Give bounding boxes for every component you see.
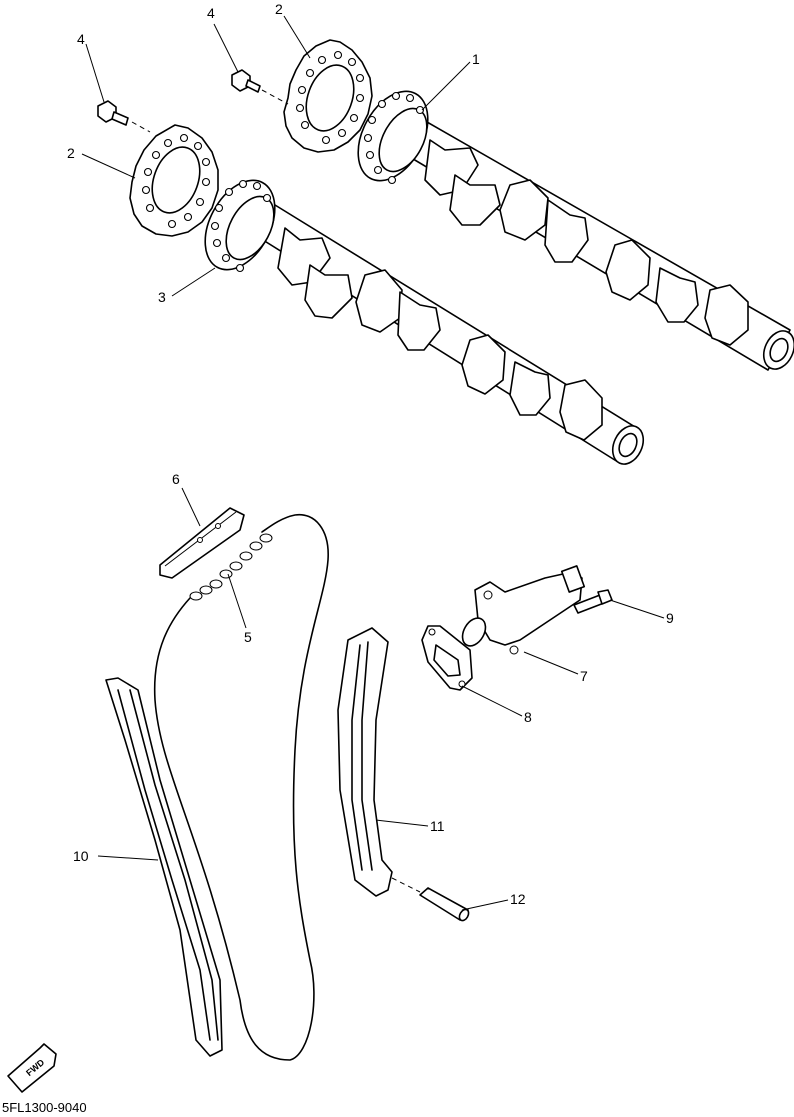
callout-4-lower: 4 bbox=[77, 31, 85, 47]
callout-12: 12 bbox=[510, 891, 526, 907]
diagram-code: 5FL1300-9040 bbox=[2, 1100, 87, 1115]
camshaft-upper bbox=[357, 90, 794, 371]
cam-chain bbox=[153, 513, 329, 1061]
callout-7: 7 bbox=[580, 668, 588, 684]
sprocket-upper bbox=[283, 39, 373, 153]
callout-8: 8 bbox=[524, 709, 532, 725]
callout-1: 1 bbox=[472, 51, 480, 67]
callout-5: 5 bbox=[244, 629, 252, 645]
chain-tensioner bbox=[461, 565, 586, 655]
chain-guide-intake bbox=[337, 627, 393, 897]
bolt-lower bbox=[97, 100, 151, 133]
tensioner-bolt bbox=[573, 589, 613, 614]
chain-guide-top bbox=[159, 507, 245, 579]
callout-11: 11 bbox=[430, 818, 445, 834]
callout-labels: 1 2 2 3 4 4 5 6 7 8 9 10 11 12 bbox=[67, 1, 674, 907]
sprocket-lower bbox=[129, 124, 219, 237]
camshaft-lower bbox=[204, 179, 645, 465]
forward-direction-arrow: FWD bbox=[7, 1043, 57, 1093]
callout-4-upper: 4 bbox=[207, 5, 215, 21]
callout-3: 3 bbox=[158, 289, 166, 305]
bolt-upper bbox=[231, 69, 289, 105]
leader-lines bbox=[81, 15, 665, 911]
callout-2-upper: 2 bbox=[275, 1, 283, 17]
callout-9: 9 bbox=[666, 610, 674, 626]
callout-2-lower: 2 bbox=[67, 145, 75, 161]
chain-guide-exhaust bbox=[105, 677, 223, 1057]
callout-6: 6 bbox=[172, 471, 180, 487]
callout-10: 10 bbox=[73, 848, 89, 864]
tensioner-gasket bbox=[421, 625, 473, 691]
guide-pin bbox=[391, 877, 470, 922]
